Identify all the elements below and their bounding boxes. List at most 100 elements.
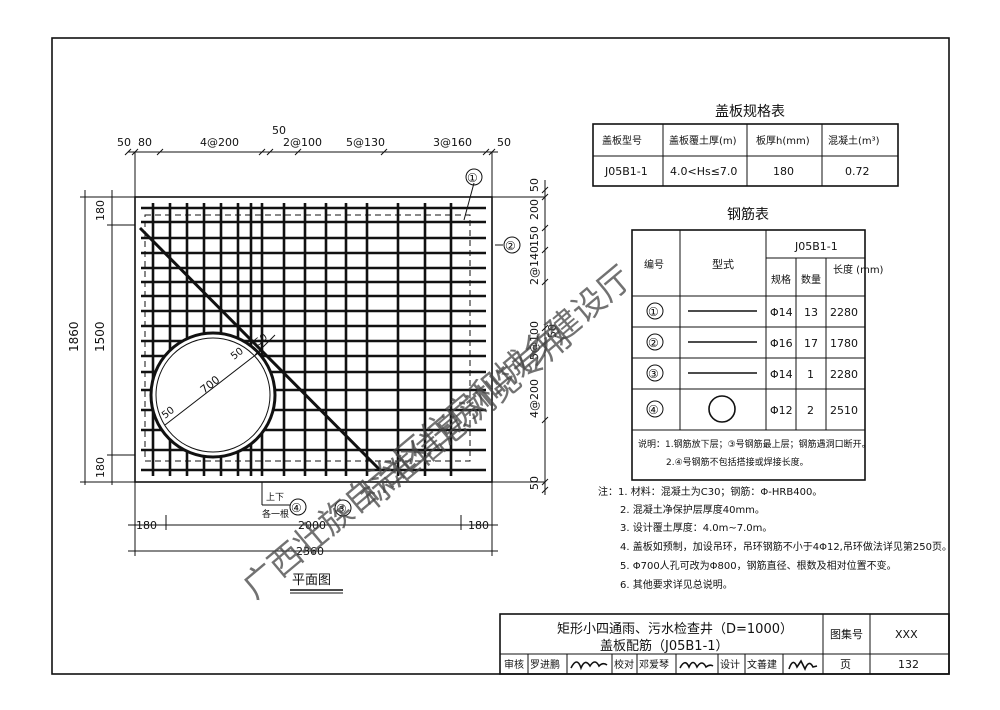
spec-cell-thick: 180 xyxy=(773,165,794,178)
left-inner-dim-mid: 1500 xyxy=(93,321,107,352)
dim-tick xyxy=(294,148,302,156)
rebar-header-qty: 数量 xyxy=(801,273,821,286)
dim-tick xyxy=(266,148,274,156)
top-dim-2: 4@200 xyxy=(200,136,239,149)
manhole-inner-ring xyxy=(155,337,271,453)
check-signature xyxy=(679,661,714,669)
manhole-dim-line xyxy=(164,349,263,426)
rebar-qty: 17 xyxy=(804,337,818,350)
callout-1-number: ① xyxy=(467,171,478,185)
right-dim-6: 50 xyxy=(528,476,541,490)
right-dim-0: 50 xyxy=(528,178,541,192)
rebar-row-3: ③ Φ14 1 2280 xyxy=(646,364,858,382)
spec-table: 盖板规格表 盖板型号 盖板覆土厚(m) 板厚h(mm) 混凝土(m³) J05B… xyxy=(592,104,899,187)
rebar-spec: Φ12 xyxy=(770,404,793,417)
design-signature xyxy=(788,659,818,671)
rebar-form-ring xyxy=(708,395,736,423)
dim-tick xyxy=(541,246,549,254)
rebar-table: 钢筋表 编号 型式 J05B1-1 规格 数量 长度 (mm) ① Φ14 13… xyxy=(631,206,884,481)
top-dim-1: 80 xyxy=(138,136,152,149)
dim-tick xyxy=(541,324,549,332)
spec-cell-cover: 4.0<Hs≤7.0 xyxy=(670,165,737,178)
rebar-no: ① xyxy=(648,305,659,319)
rebar-len: 1780 xyxy=(830,337,858,350)
right-dim-ticks xyxy=(492,186,549,494)
callout-4-circle xyxy=(289,498,307,516)
page-value: 132 xyxy=(898,658,919,671)
slab-outline xyxy=(134,196,493,483)
rebar-header-len: 长度 (mm) xyxy=(833,263,884,276)
callout-4-number: ④ xyxy=(291,501,302,515)
manhole-dim-leader xyxy=(254,334,276,356)
bottom-dim-mid: 2000 xyxy=(298,519,326,532)
drawing-title-line1: 矩形小四通雨、污水检查井（D=1000） xyxy=(557,622,793,637)
callout-1-leader xyxy=(463,182,475,221)
rebar-row-1: ① Φ14 13 2280 xyxy=(646,302,858,320)
design-label: 设计 xyxy=(720,658,740,671)
review-name: 罗进鹏 xyxy=(530,658,560,671)
dim-tick xyxy=(482,148,490,156)
top-dim-7: 50 xyxy=(497,136,511,149)
rebar-len: 2510 xyxy=(830,404,858,417)
note-3: 3. 设计覆土厚度：4.0m~7.0m。 xyxy=(620,521,772,534)
review-label: 审核 xyxy=(504,658,524,671)
note-4: 4. 盖板如预制，加设吊环，吊环钢筋不小于4Φ12,吊环做法详见第250页。 xyxy=(620,540,952,553)
page-label: 页 xyxy=(840,658,851,671)
rebar-qty: 1 xyxy=(807,368,814,381)
top-dim-5: 5@130 xyxy=(346,136,385,149)
dim-tick xyxy=(541,416,549,424)
spec-header-thick: 板厚h(mm) xyxy=(756,134,810,147)
dim-tick xyxy=(541,486,549,494)
rebar-header-no: 编号 xyxy=(644,258,664,271)
top-dim-0: 50 xyxy=(117,136,131,149)
rebar-no: ② xyxy=(648,336,659,350)
plan-drawing: 700 50 50 50 50 80 4@200 50 2@100 5@130 … xyxy=(67,124,559,594)
rebar-qty: 2 xyxy=(807,404,814,417)
callout-2-circle xyxy=(503,236,521,254)
right-dim-mid: 50 xyxy=(546,324,559,338)
top-dim-3: 50 xyxy=(272,124,286,137)
rebar-len: 2280 xyxy=(830,368,858,381)
note-5: 5. Φ700人孔可改为Φ800，钢筋直径、根数及相对位置不变。 xyxy=(620,559,897,572)
rebar-header-group: J05B1-1 xyxy=(794,240,838,253)
opening-dashed-outline xyxy=(144,214,471,462)
spec-cell-concrete: 0.72 xyxy=(845,165,870,178)
top-dim-6: 3@160 xyxy=(433,136,472,149)
drawing-title-line2: 盖板配筋（J05B1-1） xyxy=(600,638,729,654)
dim-tick xyxy=(258,148,266,156)
rebar-qty: 13 xyxy=(804,306,818,319)
rebar-spec: Φ14 xyxy=(770,368,793,381)
callout-3-number: ③ xyxy=(336,502,347,516)
callout-2-number: ② xyxy=(505,239,516,253)
rebar-row-4: ④ Φ12 2 2510 xyxy=(646,395,858,423)
bottom-dim-right: 180 xyxy=(468,519,489,532)
rebar-spec: Φ14 xyxy=(770,306,793,319)
atlas-value: XXX xyxy=(895,628,918,641)
bottom-total-dim: 2360 xyxy=(296,545,324,558)
left-inner-dim-top: 180 xyxy=(94,200,107,221)
rebar-header-spec: 规格 xyxy=(771,273,791,286)
rebar-len: 2280 xyxy=(830,306,858,319)
rebar-note-1: 说明：1.钢筋放下层；③号钢筋最上层；钢筋遇洞口断开。 xyxy=(638,438,871,450)
atlas-label: 图集号 xyxy=(830,627,863,641)
plan-title: 平面图 xyxy=(292,573,331,588)
rebar-3-diagonal xyxy=(138,226,382,472)
rebar-spec: Φ16 xyxy=(770,337,793,350)
dim-tick xyxy=(380,148,388,156)
design-name: 文善建 xyxy=(747,658,777,671)
dim-tick xyxy=(541,278,549,286)
check-label: 校对 xyxy=(614,658,634,671)
rebar-header-form: 型式 xyxy=(712,257,734,271)
rebar-no: ④ xyxy=(648,403,659,417)
spec-header-concrete: 混凝土(m³) xyxy=(828,134,880,147)
dim-tick xyxy=(541,186,549,194)
check-name: 邓爱琴 xyxy=(639,658,669,671)
review-signature xyxy=(570,661,608,671)
rebar-table-title: 钢筋表 xyxy=(727,206,769,223)
note-1: 注：1. 材料：混凝土为C30；钢筋：Φ-HRB400。 xyxy=(598,485,822,498)
right-dim-3: 2@140 xyxy=(528,246,541,285)
manhole-outer-ring xyxy=(149,331,277,459)
bottom-dim-left: 180 xyxy=(136,519,157,532)
spec-cell-model: J05B1-1 xyxy=(604,165,648,178)
